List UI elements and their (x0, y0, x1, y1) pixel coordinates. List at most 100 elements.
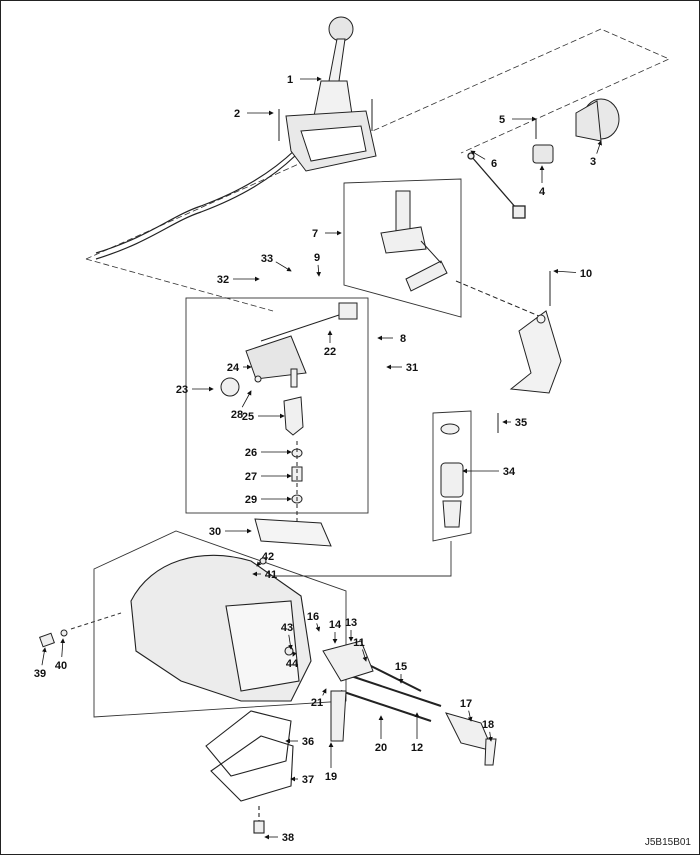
shaft-parts-34 (441, 413, 498, 527)
callout-leader-3 (597, 141, 601, 154)
callout-leader-42 (257, 561, 261, 566)
oil-pan-gaskets (206, 711, 293, 833)
callout-leader-10 (554, 271, 576, 273)
callout-label-1: 1 (287, 74, 293, 86)
callout-24: 24 (227, 362, 251, 374)
callout-label-35: 35 (515, 417, 527, 429)
callout-label-23: 23 (176, 384, 188, 396)
callout-39: 39 (34, 648, 46, 680)
callout-label-12: 12 (411, 742, 423, 754)
callout-37: 37 (291, 774, 314, 786)
callout-35: 35 (503, 417, 527, 429)
callout-8: 8 (378, 333, 406, 345)
callout-leader-33 (276, 262, 291, 271)
callout-27: 27 (245, 471, 291, 483)
callout-label-37: 37 (302, 774, 314, 786)
callout-label-3: 3 (590, 156, 596, 168)
callout-label-24: 24 (227, 362, 240, 374)
mounting-bracket (456, 271, 561, 393)
callout-16: 16 (307, 611, 319, 631)
callout-label-2: 2 (234, 108, 240, 120)
callout-4: 4 (539, 166, 546, 198)
callout-14: 14 (329, 619, 342, 643)
callout-21: 21 (311, 689, 326, 709)
callout-label-22: 22 (324, 346, 336, 358)
callout-leader-39 (42, 648, 45, 665)
callout-label-28: 28 (231, 409, 243, 421)
callout-label-14: 14 (329, 619, 342, 631)
callout-label-42: 42 (262, 551, 274, 563)
callout-label-13: 13 (345, 617, 357, 629)
shift-cable (96, 149, 296, 259)
callout-label-33: 33 (261, 253, 273, 265)
callout-label-16: 16 (307, 611, 319, 623)
callout-label-43: 43 (281, 622, 293, 634)
callout-9: 9 (314, 252, 320, 276)
callout-10: 10 (554, 268, 592, 280)
callout-2: 2 (234, 108, 273, 120)
selector-parts-7 (381, 191, 447, 291)
callout-33: 33 (261, 253, 291, 271)
callout-32: 32 (217, 274, 259, 286)
callout-label-9: 9 (314, 252, 320, 264)
callout-label-30: 30 (209, 526, 221, 538)
callout-leader-21 (323, 689, 326, 695)
callout-26: 26 (245, 447, 291, 459)
callout-label-41: 41 (265, 569, 277, 581)
callout-label-40: 40 (55, 660, 67, 672)
callout-label-36: 36 (302, 736, 314, 748)
shift-control-box (186, 298, 368, 513)
callout-22: 22 (324, 331, 336, 358)
callout-label-5: 5 (499, 114, 505, 126)
plug-leader (71, 613, 121, 629)
callout-12: 12 (411, 713, 423, 754)
callout-label-18: 18 (482, 719, 494, 731)
callout-42: 42 (257, 551, 274, 566)
callout-36: 36 (286, 736, 314, 748)
callout-7: 7 (312, 228, 341, 240)
callout-38: 38 (265, 832, 294, 844)
callout-label-6: 6 (491, 158, 497, 170)
callout-40: 40 (55, 639, 67, 672)
callout-31: 31 (387, 362, 418, 374)
callout-5: 5 (499, 114, 536, 126)
callout-label-19: 19 (325, 771, 337, 783)
callout-label-17: 17 (460, 698, 472, 710)
callout-label-8: 8 (400, 333, 406, 345)
callout-30: 30 (209, 526, 251, 538)
callout-label-20: 20 (375, 742, 387, 754)
callout-19: 19 (325, 743, 337, 783)
callout-label-34: 34 (503, 466, 516, 478)
callout-1: 1 (287, 74, 321, 86)
figure-id: J5B15B01 (645, 837, 691, 848)
callout-label-15: 15 (395, 661, 407, 673)
callout-label-39: 39 (34, 668, 46, 680)
callout-label-38: 38 (282, 832, 294, 844)
callout-leader-16 (317, 623, 319, 631)
callout-label-11: 11 (353, 637, 365, 649)
callout-label-10: 10 (580, 268, 592, 280)
callout-23: 23 (176, 384, 213, 396)
gasket-30 (255, 519, 331, 546)
callout-label-27: 27 (245, 471, 257, 483)
callout-label-7: 7 (312, 228, 318, 240)
callout-layer: 1234567891011121314151617181920212223242… (34, 74, 601, 844)
callout-leader-28 (242, 391, 251, 407)
callout-20: 20 (375, 716, 387, 754)
callout-29: 29 (245, 494, 291, 506)
callout-leader-40 (62, 639, 63, 657)
cable-end-boot (533, 99, 619, 163)
callout-label-29: 29 (245, 494, 257, 506)
shaft-box-34 (263, 411, 471, 576)
callout-label-25: 25 (242, 411, 254, 423)
callout-44: 44 (286, 655, 299, 670)
callout-label-31: 31 (406, 362, 418, 374)
callout-25: 25 (242, 411, 284, 423)
callout-label-32: 32 (217, 274, 229, 286)
callout-leader-9 (318, 265, 319, 276)
shift-lever-assembly (279, 17, 376, 171)
callout-label-4: 4 (539, 186, 546, 198)
callout-label-26: 26 (245, 447, 257, 459)
